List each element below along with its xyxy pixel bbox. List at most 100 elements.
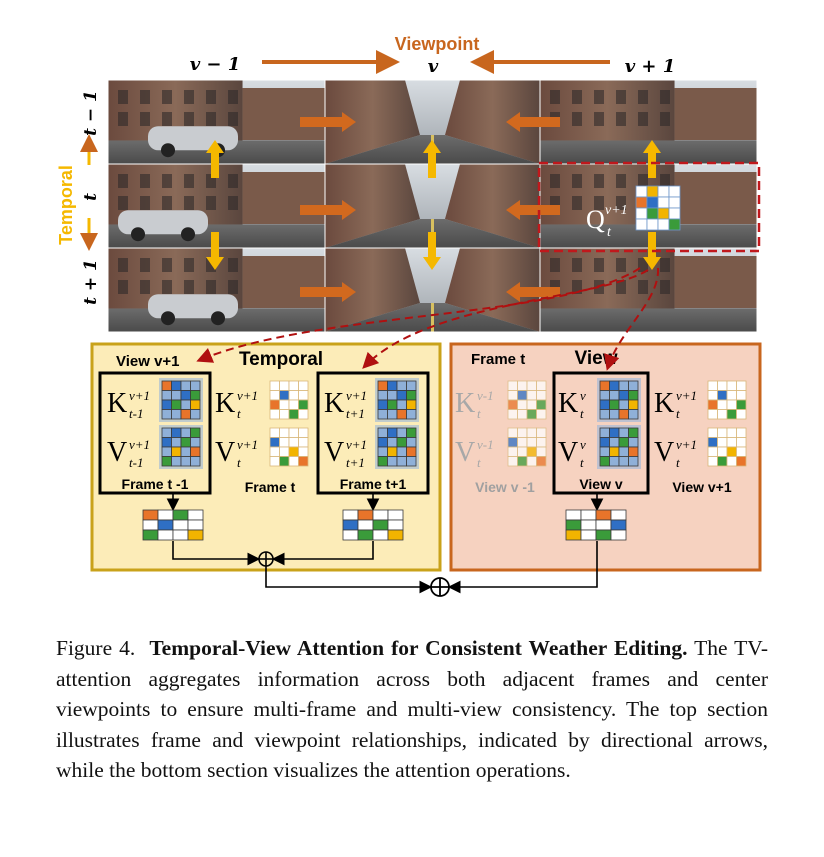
key-label-view-v-sup: v [580,388,586,403]
output-cell [565,519,582,531]
photo-car [118,210,208,235]
token-cell [387,409,398,420]
output-matrix-t-minus-1 [142,509,204,541]
output-cell [565,529,582,541]
street-photo [107,247,326,333]
token-cell [288,399,299,410]
token-cell [526,390,537,401]
temporal-panel-title: Temporal [239,349,323,370]
photo-window [594,174,604,188]
token-cell [377,409,388,420]
token-cell [599,399,610,410]
photo-window [638,90,648,104]
photo-window [616,196,626,210]
token-cell [526,399,537,410]
output-cell [595,519,612,531]
token-cell [180,380,191,391]
value-label-t-sub: t [237,455,241,470]
output-cell [342,509,359,521]
token-cell [599,380,610,391]
photo-window [550,174,560,188]
token-cell [288,427,299,438]
caption-title: Temporal-View Attention for Consistent W… [149,636,688,660]
token-cell [298,427,309,438]
token-cell [269,427,280,438]
token-cell [717,399,728,410]
photo-window [162,196,172,210]
token-cell [635,218,648,231]
value-matrix-view-v-plus-1 [707,427,747,467]
token-cell [628,456,639,467]
street-view-grid [107,79,758,333]
token-cell [517,399,528,410]
token-cell [387,456,398,467]
temporal-flow-arrow [428,152,436,178]
token-cell [628,409,639,420]
temporal-flow-arrow [211,152,219,178]
token-cell [279,390,290,401]
figure-diagram: Viewpoint v − 1 v v + 1 Temporal t − 1 t… [56,34,762,597]
token-cell [171,399,182,410]
token-cell [298,456,309,467]
photo-window [140,112,150,126]
token-cell [736,437,747,448]
value-label-t-minus-1-sup: v+1 [129,437,150,452]
key-label-t-minus-1: K [107,388,127,419]
token-cell [171,456,182,467]
axis-viewpoint-label: Viewpoint [395,34,480,54]
query-symbol: Q [586,205,605,234]
frame-box-view-v [552,371,650,495]
temporal-flow-arrow [206,140,224,153]
key-label-view-v-minus-1: K [455,388,475,419]
figure-caption: Figure 4. Temporal-View Attention for Co… [56,633,768,786]
output-cell [372,509,389,521]
key-matrix-t [269,380,309,420]
token-cell [657,185,670,198]
output-cell [142,519,159,531]
viewpoint-flow-arrow [300,205,344,215]
token-cell [298,380,309,391]
frame-box-t-minus-1 [98,371,212,495]
token-cell [180,390,191,401]
token-cell [279,427,290,438]
token-cell [298,446,309,457]
output-cell [387,509,404,521]
token-cell [288,446,299,457]
token-cell [171,409,182,420]
token-cell [526,427,537,438]
photo-building [325,248,420,332]
query-sup: v+1 [605,203,628,218]
token-cell [618,409,629,420]
output-cell [342,519,359,531]
token-cell [406,446,417,457]
token-cell [288,456,299,467]
token-cell [628,427,639,438]
value-label-t-plus-1-sup: v+1 [346,437,367,452]
value-label-view-v-minus-1-sub: t [477,455,481,470]
temporal-flow-arrow [428,232,436,258]
token-cell [635,196,648,209]
photo-window [184,258,194,272]
output-cell [610,509,627,521]
token-cell [609,446,620,457]
value-label-t-sup: v+1 [237,437,258,452]
row-label-top: t − 1 [81,90,101,136]
token-cell [707,446,718,457]
token-cell [161,399,172,410]
photo-window [140,280,150,294]
token-cell [279,399,290,410]
photo-window [594,90,604,104]
temporal-flow-arrow [648,152,656,178]
photo-wheel [211,311,225,326]
viewpoint-flow-arrow [342,282,356,302]
token-cell [507,399,518,410]
token-cell [646,196,659,209]
photo-window [572,258,582,272]
view-panel-title: View [575,348,618,369]
token-cell [406,380,417,391]
token-cell [609,409,620,420]
token-cell [406,456,417,467]
value-matrix-view-v [597,425,641,469]
token-cell [190,399,201,410]
value-matrix-t-minus-1 [159,425,203,469]
